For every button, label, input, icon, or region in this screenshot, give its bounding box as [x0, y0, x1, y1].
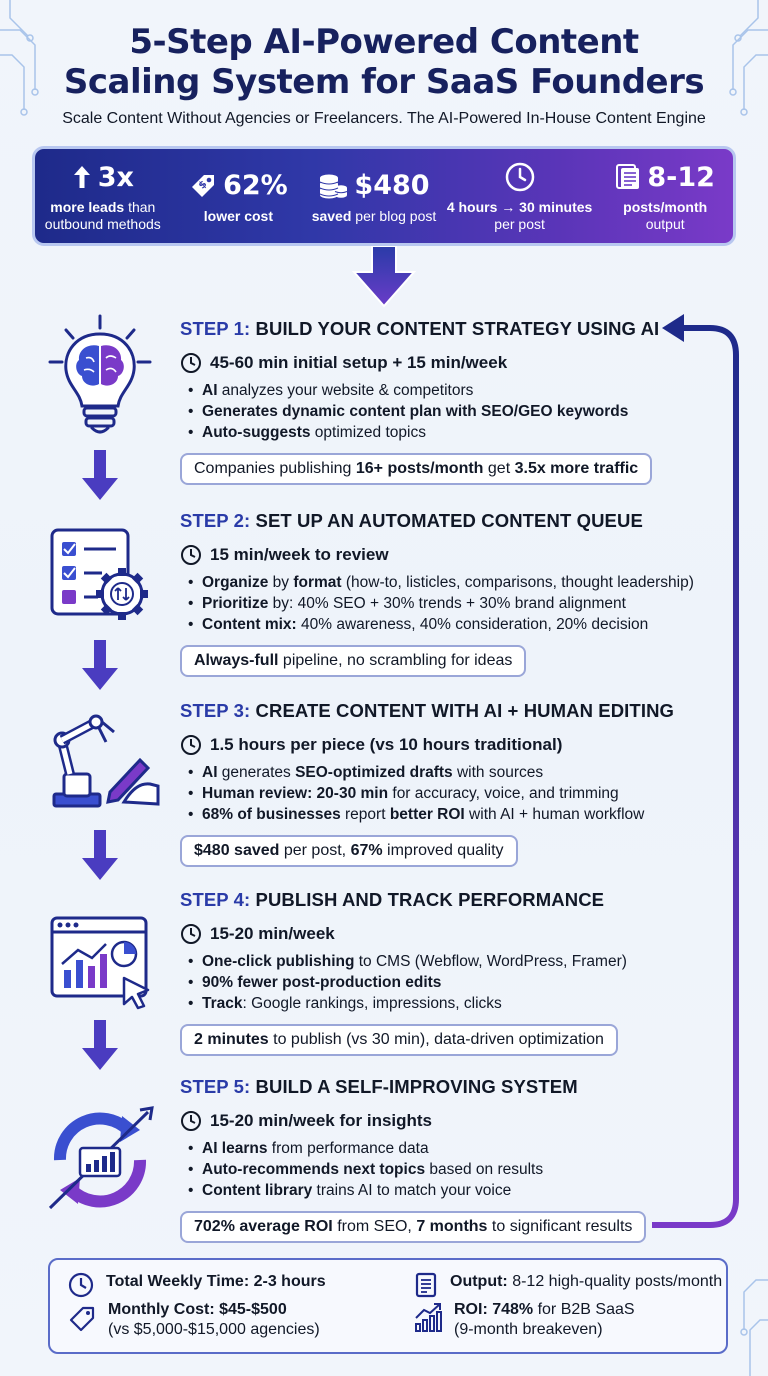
stat-cost: $ 62% lower cost: [173, 168, 303, 225]
summary-output: Output: 8-12 high-quality posts/month: [414, 1272, 722, 1298]
stat-output: 8-12 posts/month output: [600, 159, 730, 233]
summary-box: Total Weekly Time: 2-3 hours Monthly Cos…: [48, 1258, 728, 1354]
step-time: 15-20 min/week for insights: [180, 1110, 740, 1132]
step-2: STEP 2: SET UP AN AUTOMATED CONTENT QUEU…: [180, 510, 740, 677]
list-item: Content mix: 40% awareness, 40% consider…: [188, 614, 740, 635]
step-3: STEP 3: CREATE CONTENT WITH AI + HUMAN E…: [180, 700, 740, 867]
summary-time: Total Weekly Time: 2-3 hours: [68, 1272, 326, 1298]
list-item: Auto-recommends next topics based on res…: [188, 1159, 740, 1180]
stat-label: 4 hours → 30 minutes per post: [446, 199, 593, 232]
list-item: Track: Google rankings, impressions, cli…: [188, 993, 740, 1014]
step-bullets: One-click publishing to CMS (Webflow, Wo…: [180, 951, 740, 1014]
stat-value: 3x: [97, 161, 134, 193]
stat-label: posts/month output: [623, 199, 708, 232]
step-time: 1.5 hours per piece (vs 10 hours traditi…: [180, 734, 740, 756]
list-item: 68% of businesses report better ROI with…: [188, 804, 740, 825]
step-title: STEP 1: BUILD YOUR CONTENT STRATEGY USIN…: [180, 318, 660, 339]
step-callout: Always-full pipeline, no scrambling for …: [180, 645, 527, 677]
step-bullets: AI generates SEO-optimized drafts with s…: [180, 762, 740, 825]
clock-icon: [181, 735, 201, 755]
list-item: 90% fewer post-production edits: [188, 972, 740, 993]
robot-arm-writing-icon: [52, 714, 160, 808]
step-bullets: AI analyzes your website & competitors G…: [180, 380, 740, 443]
stat-savings: $480 saved per blog post: [309, 168, 439, 225]
coins-icon: [320, 174, 348, 198]
cycle-growth-icon: [48, 1106, 154, 1210]
analytics-dashboard-icon: [50, 916, 150, 1010]
list-item: Generates dynamic content plan with SEO/…: [188, 401, 740, 422]
list-item: Content library trains AI to match your …: [188, 1180, 740, 1201]
step-bullets: AI learns from performance data Auto-rec…: [180, 1138, 740, 1201]
growth-chart-icon: [415, 1303, 442, 1332]
title-line-1: 5-Step AI-Powered Content: [129, 22, 639, 62]
step-bullets: Organize by format (how-to, listicles, c…: [180, 572, 740, 635]
step-callout: 702% average ROI from SEO, 7 months to s…: [180, 1211, 647, 1243]
page-title: 5-Step AI-Powered Content Scaling System…: [0, 22, 768, 102]
flow-arrow-down-icon: [352, 246, 416, 308]
lightbulb-brain-icon: [48, 314, 152, 434]
arrow-up-icon: [73, 166, 90, 188]
step-callout: 2 minutes to publish (vs 30 min), data-d…: [180, 1024, 618, 1056]
stat-label: saved per blog post: [311, 207, 437, 224]
clock-icon: [181, 353, 201, 373]
summary-cost: Monthly Cost: $45-$500(vs $5,000-$15,000…: [68, 1300, 320, 1340]
page-subtitle: Scale Content Without Agencies or Freela…: [62, 110, 706, 127]
clock-icon: [181, 1111, 201, 1131]
step-arrow-down-icon: [82, 1020, 118, 1070]
step-1: STEP 1: BUILD YOUR CONTENT STRATEGY USIN…: [180, 318, 740, 485]
step-5: STEP 5: BUILD A SELF-IMPROVING SYSTEM 15…: [180, 1076, 740, 1243]
list-item: AI analyzes your website & competitors: [188, 380, 740, 401]
step-callout: Companies publishing 16+ posts/month get…: [180, 453, 653, 485]
step-title: STEP 5: BUILD A SELF-IMPROVING SYSTEM: [180, 1076, 578, 1097]
price-tag-icon: $: [192, 174, 215, 197]
document-icon: [415, 1272, 437, 1298]
step-arrow-down-icon: [82, 640, 118, 690]
stat-value: 8-12: [647, 161, 715, 193]
list-item: One-click publishing to CMS (Webflow, Wo…: [188, 951, 740, 972]
clock-icon: [181, 545, 201, 565]
price-tag-icon: [69, 1306, 95, 1332]
step-time: 45-60 min initial setup + 15 min/week: [180, 352, 740, 374]
step-title: STEP 3: CREATE CONTENT WITH AI + HUMAN E…: [180, 700, 675, 721]
stat-value: $480: [354, 170, 430, 201]
step-time: 15 min/week to review: [180, 544, 740, 566]
stat-value: 62%: [223, 170, 288, 201]
summary-roi: ROI: 748% for B2B SaaS(9-month breakeven…: [414, 1300, 635, 1340]
clock-icon: [181, 924, 201, 944]
stat-label: more leads than outbound methods: [44, 199, 161, 232]
step-arrow-down-icon: [82, 830, 118, 880]
list-item: AI generates SEO-optimized drafts with s…: [188, 762, 740, 783]
list-item: Human review: 20-30 min for accuracy, vo…: [188, 783, 740, 804]
list-item: Prioritize by: 40% SEO + 30% trends + 30…: [188, 593, 740, 614]
checklist-gear-icon: [50, 528, 148, 620]
step-callout: $480 saved per post, 67% improved qualit…: [180, 835, 518, 867]
stat-label: lower cost: [203, 207, 274, 224]
document-icon: [616, 164, 640, 189]
title-line-2: Scaling System for SaaS Founders: [63, 62, 705, 102]
stat-leads: 3x more leads than outbound methods: [38, 159, 168, 233]
clock-icon: [505, 162, 534, 192]
step-arrow-down-icon: [82, 450, 118, 500]
stats-banner: 3x more leads than outbound methods $ 62…: [32, 146, 736, 246]
stat-time: 4 hours → 30 minutes per post: [445, 159, 595, 233]
list-item: AI learns from performance data: [188, 1138, 740, 1159]
step-time: 15-20 min/week: [180, 923, 740, 945]
step-title: STEP 2: SET UP AN AUTOMATED CONTENT QUEU…: [180, 510, 643, 531]
step-4: STEP 4: PUBLISH AND TRACK PERFORMANCE 15…: [180, 889, 740, 1056]
list-item: Organize by format (how-to, listicles, c…: [188, 572, 740, 593]
step-title: STEP 4: PUBLISH AND TRACK PERFORMANCE: [180, 889, 605, 910]
list-item: Auto-suggests optimized topics: [188, 422, 740, 443]
clock-icon: [68, 1272, 94, 1298]
